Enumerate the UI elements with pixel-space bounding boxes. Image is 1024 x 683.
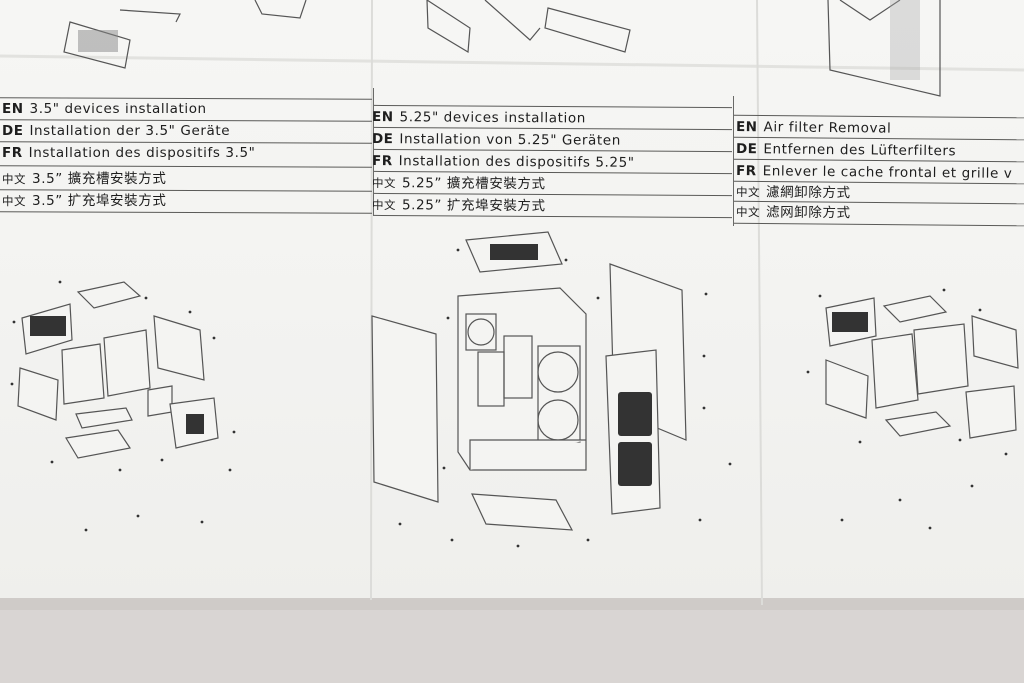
label-row: DE Installation der 3.5" Geräte [2, 123, 231, 139]
label-row: FR Installation des dispositifs 5.25" [371, 153, 635, 171]
diagram-three-five [17, 281, 219, 459]
lang-code: DE [2, 123, 24, 139]
label-text: 3.5” 扩充埠安裝方式 [32, 193, 167, 209]
lang-code: FR [735, 163, 757, 180]
fold-line-horizontal [0, 54, 1024, 72]
label-text: 5.25” 扩充埠安裝方式 [401, 197, 546, 215]
table-divider-right [733, 96, 734, 226]
label-text: Entfernen des Lüfterfilters [763, 141, 957, 160]
label-text: 3.5" devices installation [29, 101, 207, 117]
lang-code: 中文 [735, 205, 761, 220]
label-text: Enlever le cache frontal et grille v [762, 163, 1013, 182]
lang-code: DE [735, 141, 758, 158]
label-row: EN 3.5" devices installation [2, 101, 207, 117]
label-row: FR Installation des dispositifs 3.5" [2, 145, 256, 161]
label-row: 中文 3.5” 擴充槽安裝方式 [2, 171, 167, 187]
lang-code: 中文 [371, 176, 397, 191]
lang-code: FR [2, 145, 23, 161]
screw-dots [10, 248, 1008, 548]
label-text: Installation des dispositifs 3.5" [28, 145, 256, 161]
label-text: Installation der 3.5" Geräte [29, 123, 231, 139]
lang-code: 中文 [2, 194, 26, 208]
label-text: Air filter Removal [763, 119, 892, 137]
label-text: Installation von 5.25" Geräten [399, 131, 621, 149]
label-row: DE Entfernen des Lüfterfilters [735, 141, 957, 160]
diagram-five-two-five [371, 231, 687, 531]
lang-code: FR [371, 153, 393, 170]
label-row: FR Enlever le cache frontal et grille v [735, 163, 1013, 182]
label-row: 中文 5.25” 扩充埠安裝方式 [371, 197, 546, 215]
lang-code: EN [735, 119, 758, 136]
label-row: EN 5.25" devices installation [371, 109, 586, 127]
sheet-bottom-edge [0, 598, 1024, 610]
lang-code: EN [2, 101, 24, 117]
top-partial-drawings [63, 0, 941, 97]
label-row: DE Installation von 5.25" Geräten [371, 131, 621, 149]
fold-line-right [756, 0, 763, 606]
label-row: EN Air filter Removal [735, 119, 892, 137]
label-text: 滤网卸除方式 [765, 204, 851, 222]
diagram-air-filter [825, 295, 1019, 439]
label-text: 濾網卸除方式 [765, 184, 851, 202]
label-row: 中文 3.5” 扩充埠安裝方式 [2, 193, 167, 209]
label-text: 3.5” 擴充槽安裝方式 [32, 171, 167, 187]
label-text: 5.25" devices installation [399, 109, 586, 127]
label-row: 中文滤网卸除方式 [735, 204, 851, 222]
label-row: 中文濾網卸除方式 [735, 184, 851, 202]
lang-code: EN [371, 109, 394, 126]
lang-code: 中文 [2, 172, 26, 186]
table-divider-left [373, 88, 374, 216]
lang-code: 中文 [371, 198, 397, 213]
label-text: 5.25” 擴充槽安裝方式 [401, 175, 546, 193]
fold-line-left [370, 0, 373, 601]
lang-code: DE [371, 131, 394, 148]
lang-code: 中文 [735, 185, 761, 200]
label-text: Installation des dispositifs 5.25" [398, 153, 635, 171]
label-row: 中文 5.25” 擴充槽安裝方式 [371, 175, 546, 193]
